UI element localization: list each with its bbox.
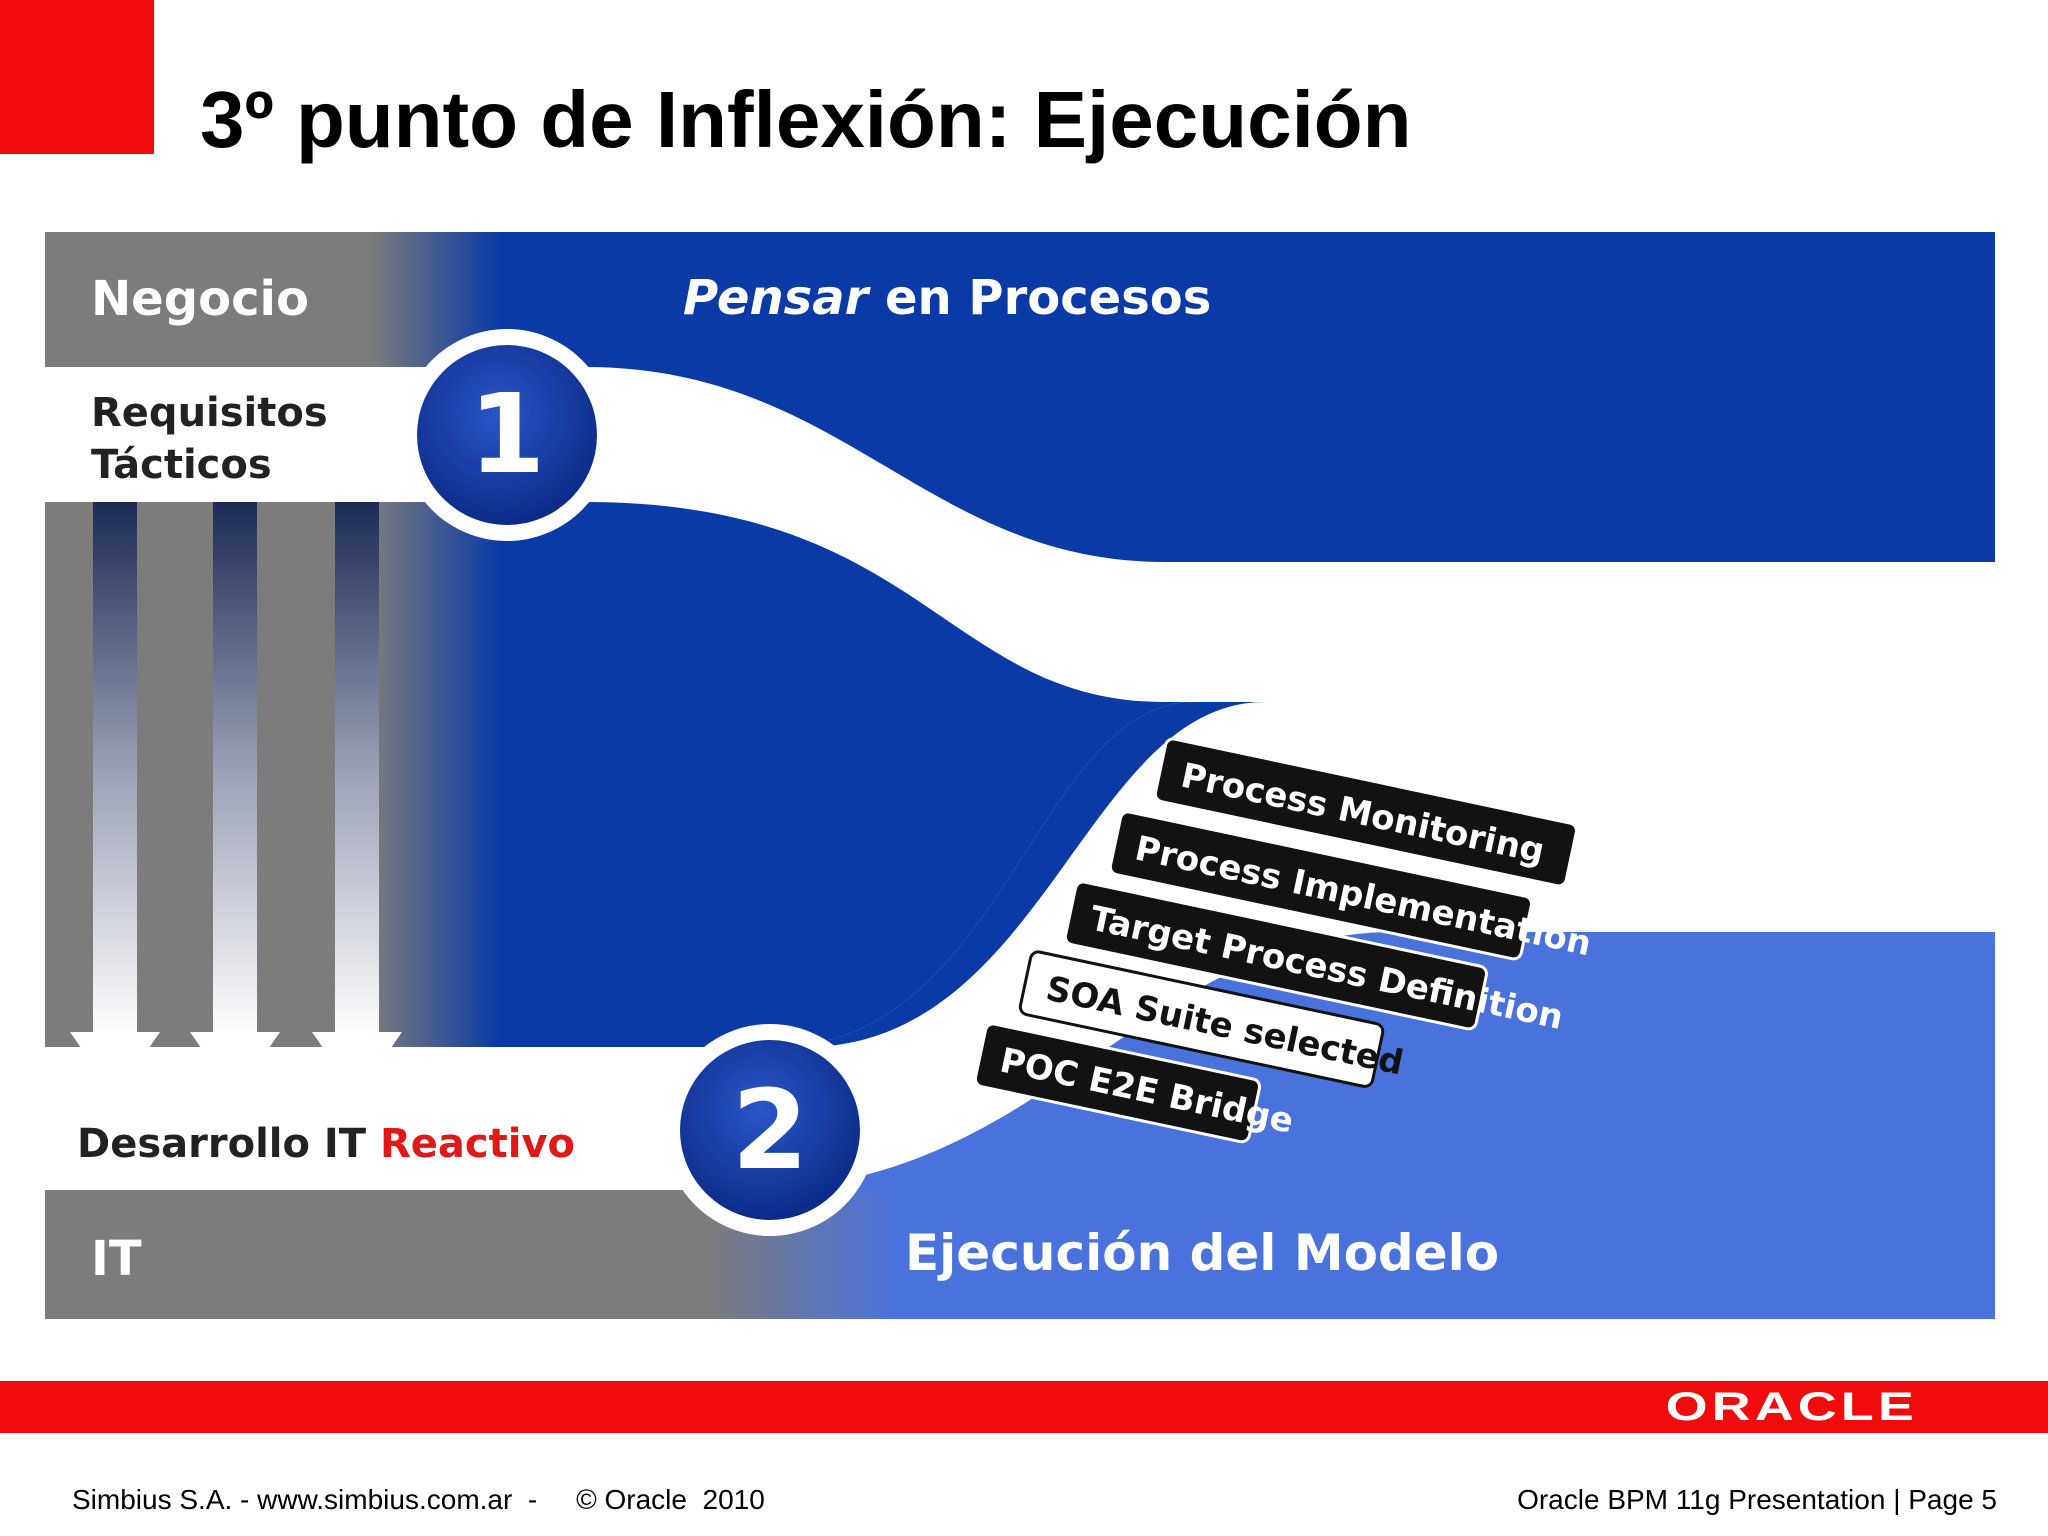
downward-arrow-icon (70, 502, 160, 1097)
step-1-number: 1 (469, 370, 546, 498)
step-2-badge: 2 (664, 1024, 876, 1236)
it-label: IT (91, 1231, 142, 1287)
negocio-label: Negocio (91, 271, 309, 327)
red-corner-block (0, 0, 154, 154)
ejecucion-label: Ejecución del Modelo (905, 1224, 1499, 1282)
requisitos-line1: Requisitos (91, 390, 328, 436)
step-1-badge: 1 (401, 329, 613, 541)
footer-page-info: Oracle BPM 11g Presentation | Page 5 (1517, 1484, 1997, 1515)
pensar-rest: en Procesos (868, 270, 1211, 326)
pensar-emphasis: Pensar (683, 270, 872, 326)
requisitos-line2: Tácticos (91, 442, 272, 488)
footer-red-bar (0, 1381, 2048, 1433)
reactivo-text: Reactivo (380, 1121, 575, 1167)
pensar-heading: Pensar en Procesos (683, 270, 1211, 326)
downward-arrow-icon (312, 502, 402, 1097)
oracle-logo: ORACLE (1665, 1385, 1918, 1429)
footer-left-text: Simbius S.A. - www.simbius.com.ar - © Or… (72, 1484, 765, 1515)
desarrollo-text: Desarrollo IT (77, 1121, 380, 1167)
desarrollo-label: Desarrollo IT Reactivo (77, 1121, 575, 1167)
slide-title: 3º punto de Inflexión: Ejecución (200, 75, 1412, 164)
inflection-diagram: Negocio Pensar en Procesos Requisitos Tá… (45, 232, 1995, 1319)
downward-arrow-icon (190, 502, 280, 1097)
step-2-number: 2 (732, 1066, 809, 1194)
